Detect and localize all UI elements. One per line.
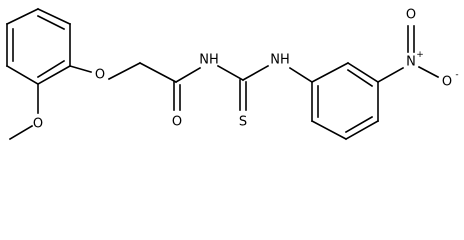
bond <box>288 66 314 84</box>
nitrophenyl-ring <box>310 61 380 141</box>
bond <box>8 124 34 141</box>
bond <box>174 66 202 84</box>
nitro-oxygen-anion-label: O <box>442 75 452 90</box>
double-bond <box>344 115 374 134</box>
nitro-nitrogen-charge: + <box>416 50 424 60</box>
bond <box>5 7 40 26</box>
bond <box>376 66 405 84</box>
methoxyphenyl-ring <box>5 7 72 86</box>
nitro-nitrogen-label: N <box>406 55 416 70</box>
bond <box>346 61 380 84</box>
nitro-oxygen-double-label: O <box>406 8 416 23</box>
bond <box>138 61 178 84</box>
bond <box>5 64 40 86</box>
thioamide-nh-label: NH <box>270 53 290 68</box>
double-bond <box>36 14 66 31</box>
carbonyl-oxygen-label: O <box>172 115 182 130</box>
chemical-structure-diagram: O O O NH S NH <box>5 7 459 141</box>
thione-sulfur-label: S <box>239 115 247 130</box>
structure-canvas: O O O NH S NH <box>5 7 459 141</box>
bond <box>417 65 440 79</box>
bond <box>36 64 72 86</box>
bond <box>216 64 245 82</box>
bond <box>344 119 380 141</box>
bond <box>241 64 270 82</box>
double-bond <box>346 68 374 88</box>
bond <box>310 61 350 84</box>
amide-nh-label: NH <box>199 53 219 68</box>
methoxy-oxygen-label: O <box>33 117 43 132</box>
bond <box>310 119 348 141</box>
bond <box>36 7 72 26</box>
bond <box>107 61 142 81</box>
bond <box>69 65 92 73</box>
ether-oxygen-label: O <box>95 68 105 83</box>
double-bond <box>36 59 66 79</box>
nitro-oxygen-charge: - <box>455 70 458 80</box>
